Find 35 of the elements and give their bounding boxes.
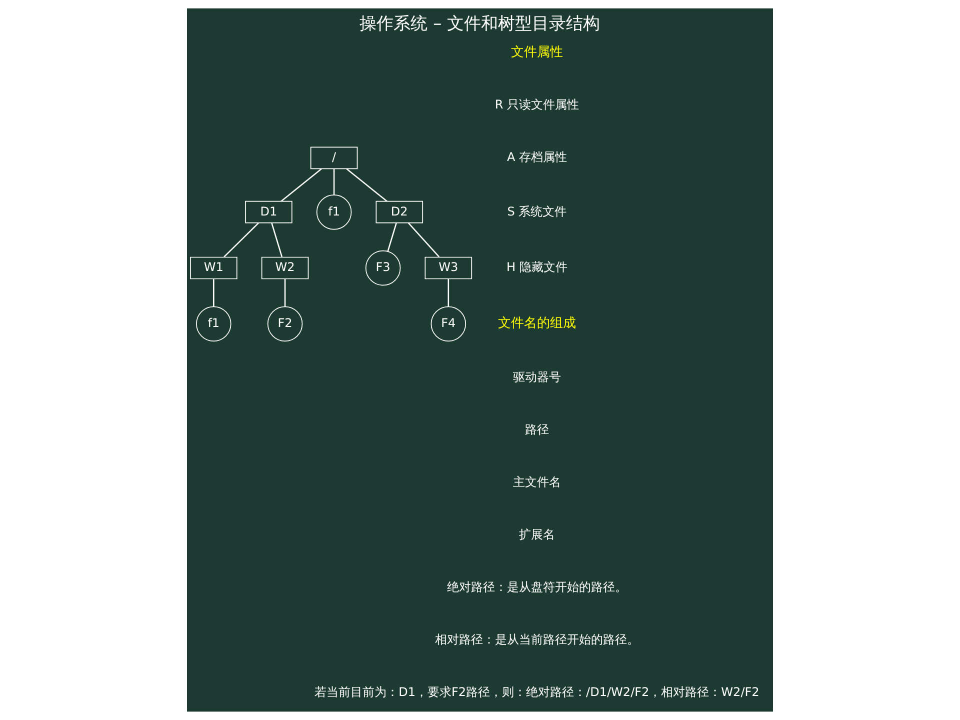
label: 若当前目前为：D1，要求F2路径，则：绝对路径：/D1/W2/F2，相对路径：W2/F2	[314, 684, 760, 699]
connector	[408, 222, 440, 258]
connector	[224, 222, 260, 258]
label: R 只读文件属性	[494, 98, 580, 112]
node-box: W2	[261, 256, 309, 280]
diagram-title: 操作系统 – 文件和树型目录结构	[360, 14, 600, 34]
node-circle: F4	[430, 306, 466, 342]
label: 文件名的组成	[498, 316, 576, 331]
connector	[448, 278, 450, 307]
node-box: /	[310, 146, 358, 170]
label: 驱动器号	[512, 370, 561, 384]
connector	[284, 278, 286, 307]
label: 路径	[524, 422, 549, 437]
node-circle: F3	[365, 250, 401, 286]
label: 文件属性	[510, 45, 563, 60]
label: S 系统文件	[507, 204, 567, 218]
label: A 存档属性	[506, 150, 567, 164]
node-circle: f1	[196, 306, 232, 342]
connector	[333, 168, 335, 195]
node-box: W1	[190, 256, 238, 280]
connector	[387, 222, 398, 252]
label: 相对路径：是从当前路径开始的路径。	[434, 632, 639, 646]
connector	[271, 222, 283, 258]
node-circle: F2	[267, 306, 303, 342]
node-box: D1	[245, 200, 292, 224]
connector	[280, 168, 322, 202]
connector	[213, 278, 214, 307]
label: H 隐藏文件	[506, 260, 568, 274]
label: 主文件名	[512, 475, 561, 490]
label: 绝对路径：是从盘符开始的路径。	[446, 580, 627, 594]
node-circle: f1	[316, 194, 352, 230]
node-box: D2	[376, 200, 424, 224]
connector	[346, 168, 388, 202]
node-box: W3	[424, 256, 472, 280]
label: 扩展名	[518, 528, 555, 542]
